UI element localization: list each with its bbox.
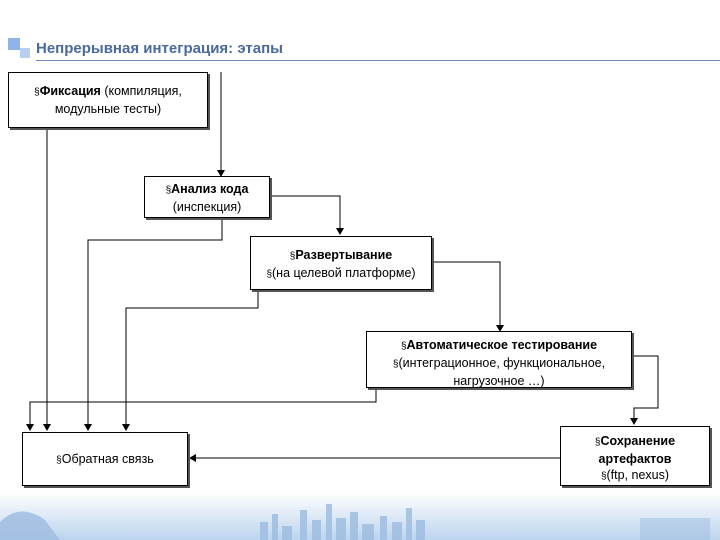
- stage-commit-box: §Фиксация (компиляция, модульные тесты): [8, 72, 208, 128]
- stage-testing-detail: (интеграционное, функциональное,: [398, 356, 606, 370]
- stage-artifacts-title: Сохранение: [600, 434, 676, 448]
- stage-artifacts-title-2: артефактов: [598, 452, 672, 466]
- arrow-testing-to-artifacts: [630, 355, 659, 425]
- title-underline: [36, 60, 720, 61]
- corner-decoration: [20, 48, 30, 58]
- corner-decoration: [8, 38, 20, 50]
- stage-commit-title: Фиксация: [39, 84, 101, 98]
- arrow-testing-to-feedback: [26, 388, 377, 431]
- arrow-analysis-to-feedback: [84, 218, 223, 431]
- footer-skyline-decoration: [0, 492, 720, 540]
- stage-deploy-box: §Развертывание §(на целевой платформе): [250, 236, 432, 290]
- stage-testing-box: §Автоматическое тестирование §(интеграци…: [366, 331, 632, 388]
- stage-artifacts-box: §Сохранение артефактов §(ftp, nexus): [560, 426, 710, 486]
- stage-commit-detail: модульные тесты): [54, 102, 162, 116]
- stage-analysis-detail: (инспекция): [172, 200, 242, 214]
- stage-deploy-title: Развертывание: [295, 248, 393, 262]
- stage-deploy-detail: (на целевой платформе): [272, 266, 416, 280]
- stage-feedback-box: §Обратная связь: [22, 432, 188, 486]
- arrow-analysis-to-deploy: [270, 195, 344, 235]
- stage-feedback-label: Обратная связь: [61, 452, 154, 466]
- stage-analysis-title: Анализ кода: [171, 182, 249, 196]
- slide-title: Непрерывная интеграция: этапы: [36, 40, 283, 57]
- arrow-deploy-to-testing: [432, 261, 504, 332]
- stage-analysis-box: §Анализ кода (инспекция): [144, 176, 270, 218]
- stage-testing-title: Автоматическое тестирование: [406, 338, 598, 352]
- stage-testing-detail-2: нагрузочное …): [453, 374, 545, 388]
- stage-artifacts-detail: (ftp, nexus): [606, 468, 670, 482]
- arrow-deploy-to-feedback: [122, 290, 259, 431]
